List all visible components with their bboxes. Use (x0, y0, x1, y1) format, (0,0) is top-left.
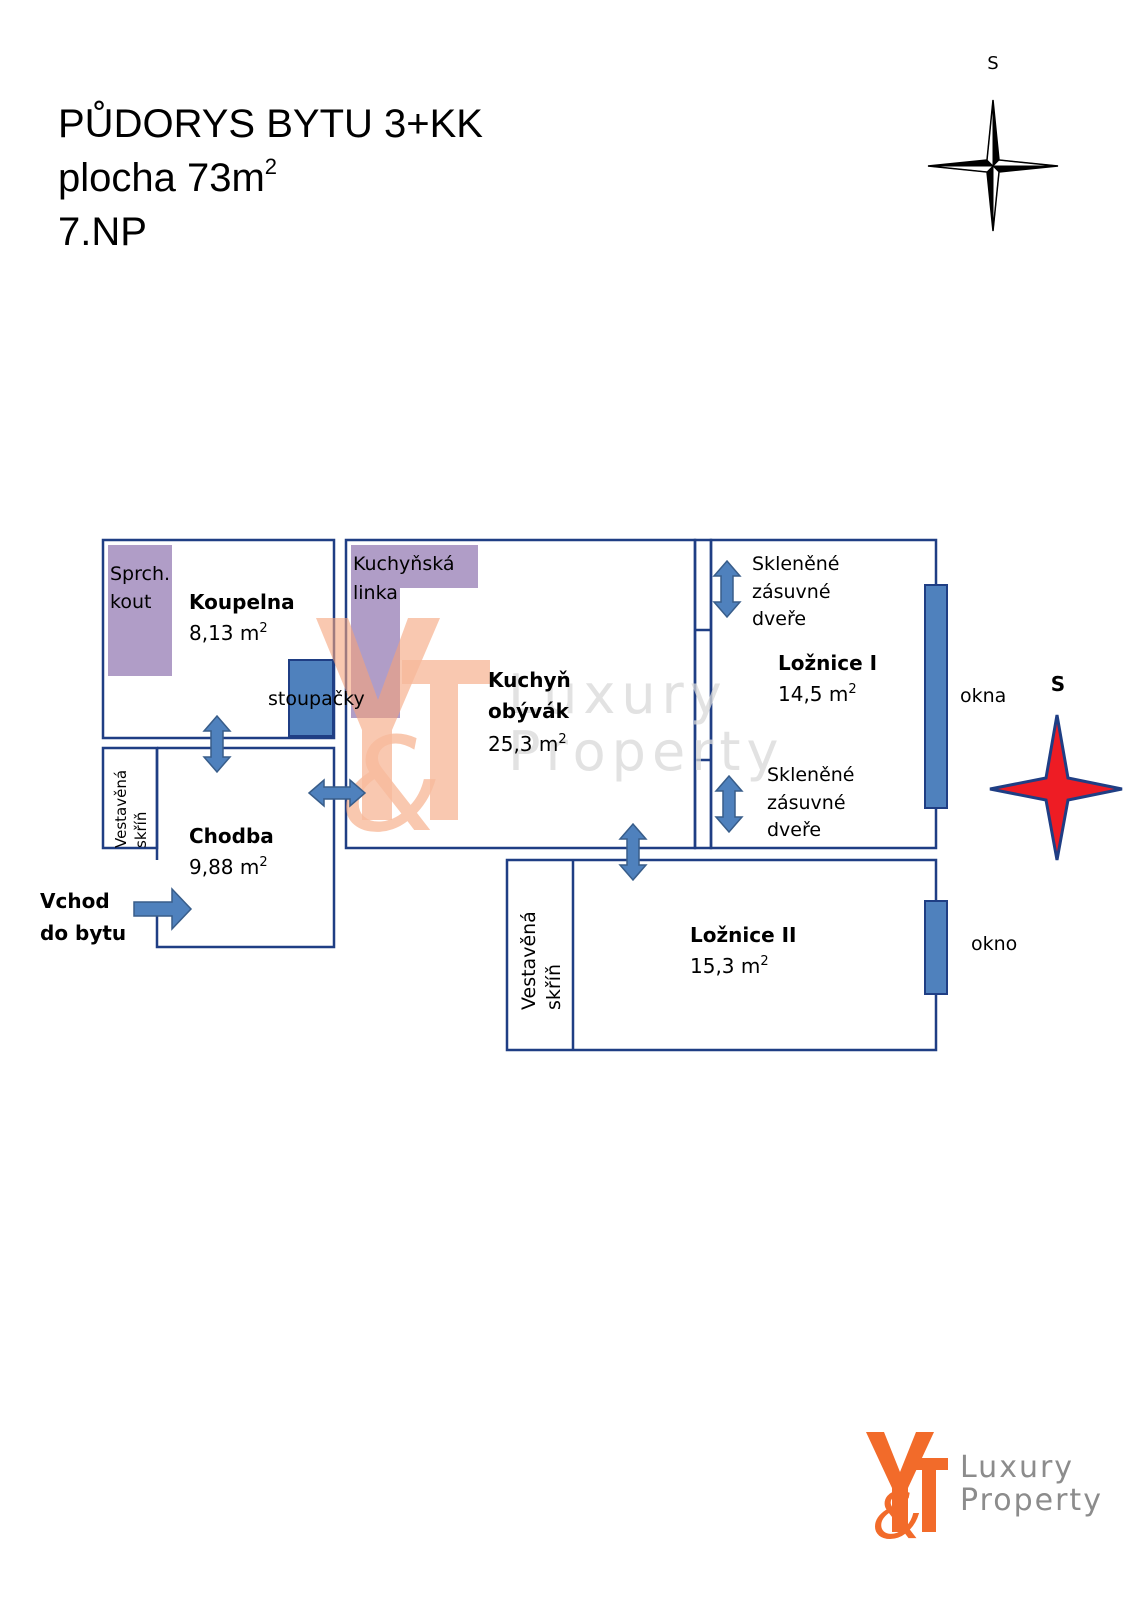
watermark: & Luxury Property (316, 618, 785, 861)
sliding-door-bottom-3: dveře (767, 819, 821, 841)
shower-label-2: kout (110, 591, 151, 613)
sliding-door-bottom-2: zásuvné (767, 792, 846, 814)
compass-right-letter: S (1051, 672, 1065, 696)
wardrobe2-label-2: skříň (543, 964, 565, 1010)
compass-top-letter: S (987, 53, 998, 74)
shower-area (108, 545, 172, 676)
logo-line2: Property (960, 1483, 1103, 1518)
kitchen-counter (351, 545, 478, 718)
kitchen-counter-label-2: linka (353, 582, 398, 604)
wardrobe1-label-2: skříň (132, 812, 150, 848)
room-kuchyn-area: 25,3 m2 (488, 732, 567, 756)
wardrobe2-label-1: Vestavěná (518, 911, 540, 1010)
watermark-logo-mark: & (316, 618, 490, 861)
room-koupelna-name: Koupelna (189, 590, 295, 614)
windows-label: okna (960, 685, 1006, 707)
window-loznice2 (924, 900, 948, 995)
plan-floor: 7.NP (58, 210, 147, 254)
window-label: okno (971, 933, 1017, 955)
kitchen-counter-label-1: Kuchyňská (353, 553, 455, 575)
compass-rose-black-icon: S (927, 53, 1059, 232)
room-kuchyn-name-1: Kuchyň (488, 668, 571, 692)
room-loznice1-area: 14,5 m2 (778, 682, 857, 706)
walls (101, 538, 938, 1052)
room-loznice2-name: Ložnice II (690, 923, 796, 947)
room-koupelna-area: 8,13 m2 (189, 621, 268, 645)
entrance-arrow-icon (133, 887, 193, 931)
company-logo: & Luxury Property (866, 1432, 1103, 1554)
company-logo-mark: & (866, 1432, 948, 1554)
entrance-label-2: do bytu (40, 921, 126, 945)
plan-area-sup: 2 (264, 154, 278, 179)
window-loznice1 (924, 584, 948, 809)
room-chodba-area: 9,88 m2 (189, 855, 268, 879)
plan-area: plocha 73m2 (58, 156, 277, 200)
door-arrow-sliding-top (713, 560, 741, 618)
sliding-door-top-3: dveře (752, 608, 806, 630)
room-loznice1-name: Ložnice I (778, 651, 877, 675)
wardrobe1-label-1: Vestavěná (112, 770, 130, 848)
entrance-label-1: Vchod (40, 889, 110, 913)
watermark-line1: Luxury (508, 663, 728, 726)
riser-box (288, 659, 334, 737)
logo-line1: Luxury (960, 1450, 1074, 1485)
door-arrow-kuchyn-loznice2 (619, 823, 647, 881)
sliding-door-top-2: zásuvné (752, 581, 831, 603)
room-chodba-name: Chodba (189, 824, 274, 848)
plan-area-text: plocha 73m (58, 156, 265, 200)
sliding-door-top-1: Skleněné (752, 553, 840, 575)
plan-title: PŮDORYS BYTU 3+KK (58, 102, 483, 146)
watermark-line2: Property (508, 720, 785, 783)
compass-rose-red-icon: S (989, 672, 1123, 861)
logo-monogram: & (872, 1480, 922, 1554)
door-arrow-sliding-bottom (715, 775, 743, 833)
shower-label-1: Sprch. (110, 563, 170, 585)
room-loznice2-area: 15,3 m2 (690, 954, 769, 978)
sliding-door-bottom-1: Skleněné (767, 764, 855, 786)
door-arrow-koupelna-chodba (203, 715, 231, 773)
riser-label: stoupačky (268, 688, 365, 710)
chodba-wall (155, 746, 336, 949)
room-kuchyn-name-2: obývák (488, 699, 570, 723)
